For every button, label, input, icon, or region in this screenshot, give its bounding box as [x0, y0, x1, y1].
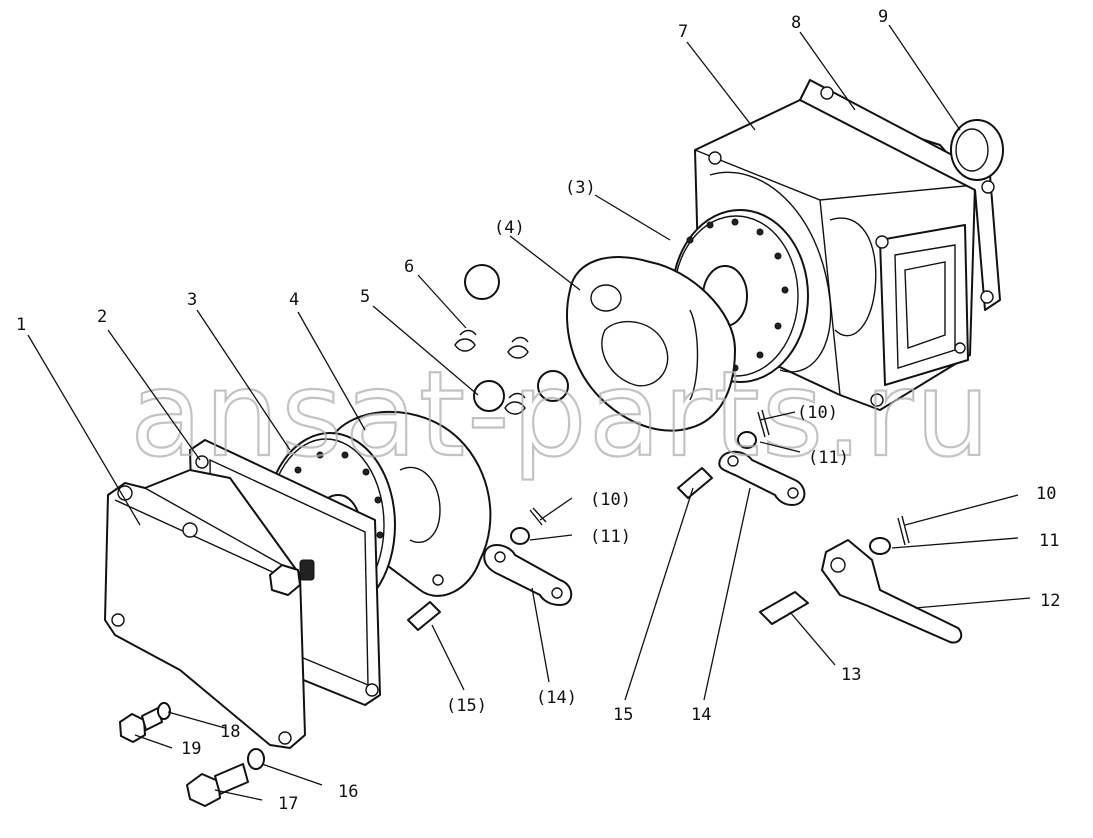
callout-13: 13 [841, 665, 861, 685]
callout-2: 2 [97, 307, 107, 327]
callout-16: 16 [338, 782, 358, 802]
callout-3: 3 [187, 290, 197, 310]
callout-14-paren: (14) [536, 688, 577, 708]
callout-19: 19 [181, 739, 201, 759]
callout-7: 7 [678, 22, 688, 42]
callout-5: 5 [360, 287, 370, 307]
part-linkages [407, 409, 963, 644]
callout-1: 1 [16, 315, 26, 335]
callout-6: 6 [404, 257, 414, 277]
callout-10-paren-left: (10) [590, 490, 631, 510]
callout-labels: 1 2 3 4 5 6 7 8 9 (3) (4) (10) (11) (10)… [16, 7, 1060, 814]
part-fasteners [119, 702, 265, 807]
part-cam-plate-inner [566, 256, 736, 432]
part-cover [104, 469, 315, 749]
part-seal-ring [950, 119, 1004, 181]
callout-15: 15 [613, 705, 633, 725]
callout-10: 10 [1036, 484, 1056, 504]
callout-8: 8 [791, 13, 801, 33]
callout-14: 14 [691, 705, 711, 725]
callout-18: 18 [220, 722, 240, 742]
callout-11-paren-left: (11) [590, 527, 631, 547]
callout-11-paren-right: (11) [808, 448, 849, 468]
part-balls-springs [454, 264, 569, 415]
callout-11: 11 [1039, 531, 1059, 551]
callout-10-paren-right: (10) [797, 403, 838, 423]
watermark-text: ansat-parts.ru [130, 345, 992, 483]
callout-12: 12 [1040, 591, 1060, 611]
callout-4-paren: (4) [494, 218, 525, 238]
callout-4: 4 [289, 290, 299, 310]
callout-15-paren: (15) [446, 696, 487, 716]
callout-3-paren: (3) [565, 178, 596, 198]
callout-17: 17 [278, 794, 298, 814]
callout-9: 9 [878, 7, 888, 27]
leader-lines [27, 24, 1031, 801]
